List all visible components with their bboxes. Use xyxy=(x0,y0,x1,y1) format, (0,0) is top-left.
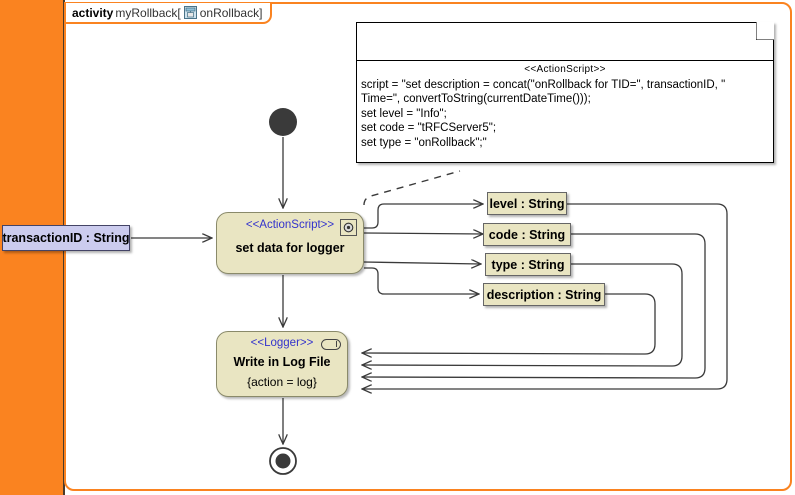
output-parameter-code[interactable]: code : String xyxy=(483,223,571,246)
action-node-stereotype: <<ActionScript>> xyxy=(245,219,335,231)
frame-name: myRollback[ xyxy=(115,5,181,20)
output-parameter-level[interactable]: level : String xyxy=(487,192,567,215)
logger-node-name: Write in Log File xyxy=(233,355,331,369)
activity-node-set-data-for-logger[interactable]: <<ActionScript>> set data for logger xyxy=(216,212,364,274)
logger-node-stereotype: <<Logger>> xyxy=(250,337,314,349)
frame-parameter-name: onRollback] xyxy=(199,5,263,20)
input-parameter-transactionid[interactable]: transactionID : String xyxy=(2,225,130,251)
frame-keyword: activity xyxy=(72,5,114,20)
actionscript-note[interactable]: <<ActionScript>> script = "set descripti… xyxy=(356,22,774,163)
logger-node-property: {action = log} xyxy=(247,375,317,389)
activity-frame-title[interactable]: activity myRollback[ onRollback] xyxy=(66,3,273,24)
script-gear-icon xyxy=(340,219,357,236)
note-script-text: script = "set description = concat("onRo… xyxy=(361,79,726,149)
note-stereotype: <<ActionScript>> xyxy=(524,64,606,75)
pin-capsule-icon xyxy=(321,339,341,350)
activity-parameter-icon xyxy=(183,6,197,19)
note-body xyxy=(356,22,774,163)
action-node-name: set data for logger xyxy=(235,241,345,255)
note-divider xyxy=(356,60,774,61)
note-fold-corner xyxy=(756,22,774,40)
activity-node-write-in-log-file[interactable]: <<Logger>> Write in Log File {action = l… xyxy=(216,331,348,397)
output-parameter-type[interactable]: type : String xyxy=(485,253,571,276)
output-parameter-description[interactable]: description : String xyxy=(483,283,605,306)
